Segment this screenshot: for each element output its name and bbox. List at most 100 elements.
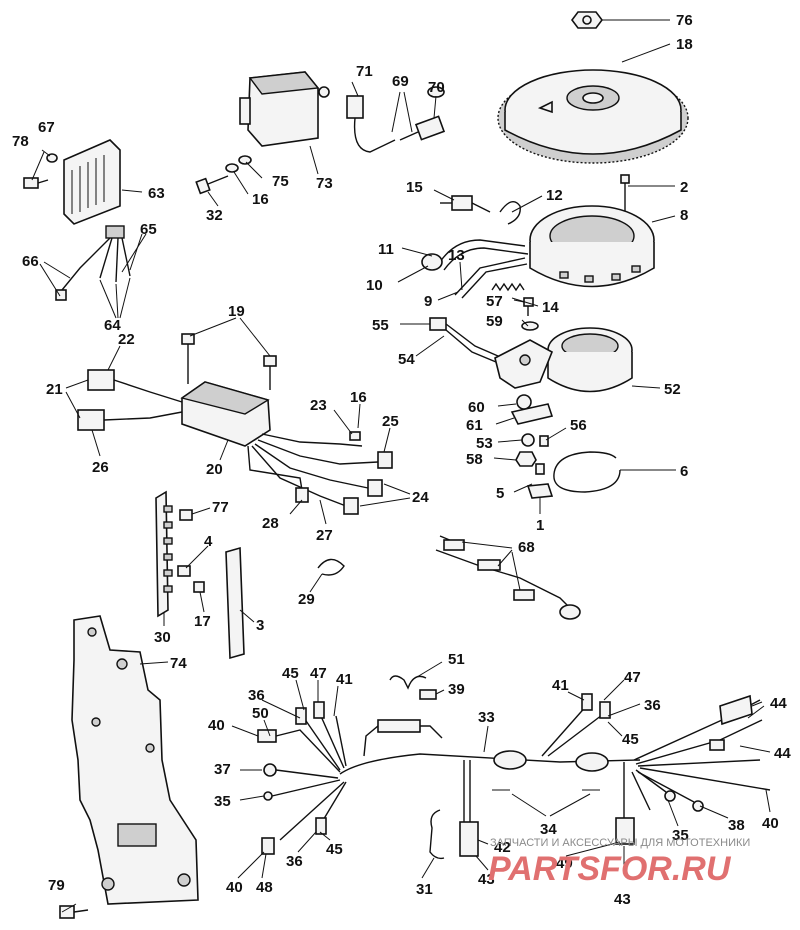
cover-strip-drawing — [225, 546, 245, 660]
callout-16b: 16 — [350, 389, 367, 406]
coil-bolt-drawing — [195, 155, 252, 195]
clip-1-drawing — [526, 463, 554, 499]
callout-31: 31 — [416, 881, 433, 898]
spring-14-drawing — [491, 282, 525, 292]
callout-22: 22 — [118, 331, 135, 348]
callout-21: 21 — [46, 381, 63, 398]
callout-16: 16 — [252, 191, 269, 208]
callout-70: 70 — [428, 79, 445, 96]
callout-55: 55 — [372, 317, 389, 334]
callout-64: 64 — [104, 317, 121, 334]
pack-connectors-drawing — [77, 369, 183, 431]
callout-labels: 76 18 2 8 12 15 11 13 10 9 14 57 59 55 5… — [12, 12, 791, 908]
callout-27: 27 — [316, 527, 333, 544]
callout-77: 77 — [212, 499, 229, 516]
callout-42: 42 — [494, 839, 511, 856]
stator-leads-drawing — [421, 239, 529, 299]
callout-14: 14 — [542, 299, 559, 316]
callout-36c: 36 — [644, 697, 661, 714]
callout-75: 75 — [272, 173, 289, 190]
callout-44a: 44 — [770, 695, 787, 712]
callout-66: 66 — [22, 253, 39, 270]
callout-44b: 44 — [774, 745, 791, 762]
harness-left-branches-drawing — [257, 701, 347, 855]
watermark: ЗАПЧАСТИ И АКСЕССУАРЫ ДЛЯ МОТОТЕХНИКИ PA… — [488, 837, 750, 888]
callout-35b: 35 — [672, 827, 689, 844]
screw-57-drawing — [521, 297, 539, 331]
callout-48: 48 — [256, 879, 273, 896]
lead-assembly-drawing — [435, 535, 581, 620]
callout-53: 53 — [476, 435, 493, 452]
callout-47b: 47 — [624, 669, 641, 686]
callout-56: 56 — [570, 417, 587, 434]
callout-18: 18 — [676, 36, 693, 53]
callout-45b: 45 — [326, 841, 343, 858]
callout-79: 79 — [48, 877, 65, 894]
callout-2: 2 — [680, 179, 688, 196]
sensor-lead-drawing — [429, 317, 499, 363]
callout-10: 10 — [366, 277, 383, 294]
callout-45a: 45 — [282, 665, 299, 682]
callout-54: 54 — [398, 351, 415, 368]
harness-right-branches-drawing — [541, 693, 771, 812]
nut-76-drawing — [571, 11, 603, 29]
clip-12-drawing — [499, 200, 521, 225]
pack-bolts-drawing — [181, 333, 277, 390]
callout-1: 1 — [536, 517, 544, 534]
plate-screw-drawing — [59, 905, 89, 919]
callout-45c: 45 — [622, 731, 639, 748]
clip-51-drawing — [389, 675, 437, 700]
callout-13: 13 — [448, 247, 465, 264]
rectifier-leads-drawing — [55, 237, 131, 301]
switch-15-drawing — [440, 195, 491, 213]
leader-lines — [31, 19, 771, 913]
callout-61: 61 — [466, 417, 483, 434]
ignition-coil-drawing — [239, 71, 330, 147]
retaining-ring-drawing — [553, 451, 621, 493]
rectifier-drawing — [63, 139, 125, 239]
mounting-plate-drawing — [71, 615, 199, 905]
callout-38: 38 — [728, 817, 745, 834]
callout-43b: 43 — [614, 891, 631, 908]
callout-25: 25 — [382, 413, 399, 430]
callout-17: 17 — [194, 613, 211, 630]
flywheel-drawing — [497, 69, 689, 164]
callout-41a: 41 — [336, 671, 353, 688]
callout-63: 63 — [148, 185, 165, 202]
callout-6: 6 — [680, 463, 688, 480]
callout-68: 68 — [518, 539, 535, 556]
callout-59: 59 — [486, 313, 503, 330]
callout-52: 52 — [664, 381, 681, 398]
callout-74: 74 — [170, 655, 187, 672]
callout-37: 37 — [214, 761, 231, 778]
harness-middle-drops-drawing — [429, 760, 635, 860]
callout-29: 29 — [298, 591, 315, 608]
callout-26: 26 — [92, 459, 109, 476]
callout-30: 30 — [154, 629, 171, 646]
callout-8: 8 — [680, 207, 688, 224]
rectifier-screw-drawing — [23, 153, 58, 189]
callout-51: 51 — [448, 651, 465, 668]
screw-2-drawing — [620, 174, 630, 212]
callout-28: 28 — [262, 515, 279, 532]
timer-hardware-drawing — [510, 394, 554, 467]
callout-4: 4 — [204, 533, 213, 550]
callout-49: 49 — [556, 855, 573, 872]
stator-drawing — [529, 205, 655, 288]
callout-76: 76 — [676, 12, 693, 29]
callout-47a: 47 — [310, 665, 327, 682]
callout-40a: 40 — [208, 717, 225, 734]
callout-36a: 36 — [248, 687, 265, 704]
callout-69: 69 — [392, 73, 409, 90]
callout-9: 9 — [424, 293, 432, 310]
watermark-brand: PARTSFOR.RU — [488, 850, 732, 888]
callout-60: 60 — [468, 399, 485, 416]
callout-32: 32 — [206, 207, 223, 224]
callout-57: 57 — [486, 293, 503, 310]
callout-71: 71 — [356, 63, 373, 80]
callout-50: 50 — [252, 705, 269, 722]
callout-23: 23 — [310, 397, 327, 414]
main-harness-drawing — [339, 719, 641, 775]
callout-73: 73 — [316, 175, 333, 192]
